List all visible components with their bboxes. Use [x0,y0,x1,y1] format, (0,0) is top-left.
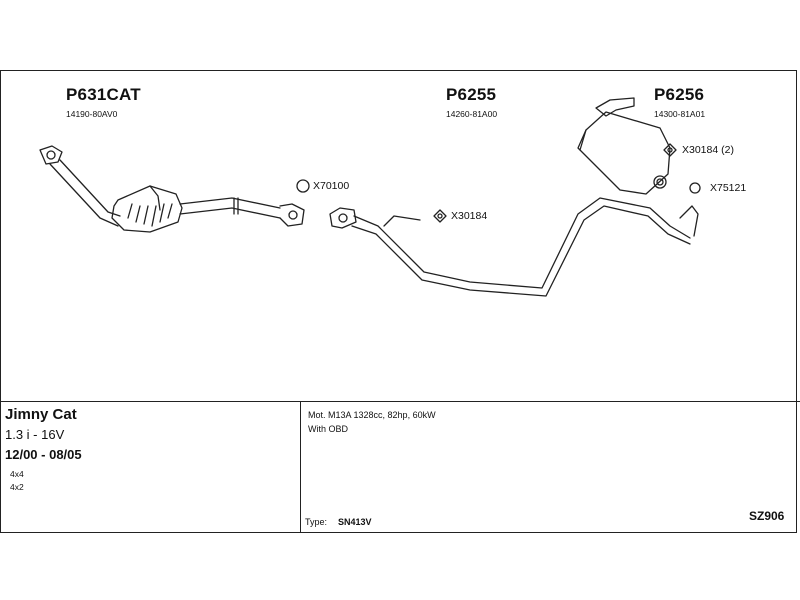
accessory-gasket-label: X30184 [451,210,488,222]
type-label: Type: [305,517,328,527]
front-exhaust-pipe [329,197,699,297]
accessory-ring-label: X70100 [313,180,350,192]
part-number-cat: P631CAT [66,85,141,104]
vehicle-model: Jimny Cat [5,406,77,423]
vehicle-engine: 1.3 i - 16V [5,427,65,442]
gasket-icon [433,209,447,223]
type-value: SN413V [338,517,372,527]
oe-number-silencer: 14300-81A01 [654,109,706,119]
obd-note: With OBD [308,424,349,434]
ring-icon-rear [689,182,701,194]
oe-number-front-pipe: 14260-81A00 [446,109,498,119]
part-number-silencer: P6256 [654,85,705,104]
info-divider [0,401,800,402]
gasket-icon-rear [663,143,677,157]
diagram-frame [0,70,797,533]
accessory-ring-rear-label: X75121 [710,182,747,194]
vehicle-years: 12/00 - 08/05 [5,447,82,462]
catalog-code: SZ906 [749,509,785,523]
drive-type-4x4: 4x4 [10,469,24,479]
drive-type-4x2: 4x2 [10,482,24,492]
ring-icon [296,179,310,193]
oe-number-cat: 14190-80AV0 [66,109,118,119]
info-column-divider [300,401,301,532]
rear-silencer [577,97,671,195]
part-number-front-pipe: P6255 [446,85,497,104]
accessory-gasket-rear-label: X30184 (2) [682,144,734,156]
catalytic-converter-pipe [39,145,305,233]
engine-spec: Mot. M13A 1328cc, 82hp, 60kW [308,410,436,420]
